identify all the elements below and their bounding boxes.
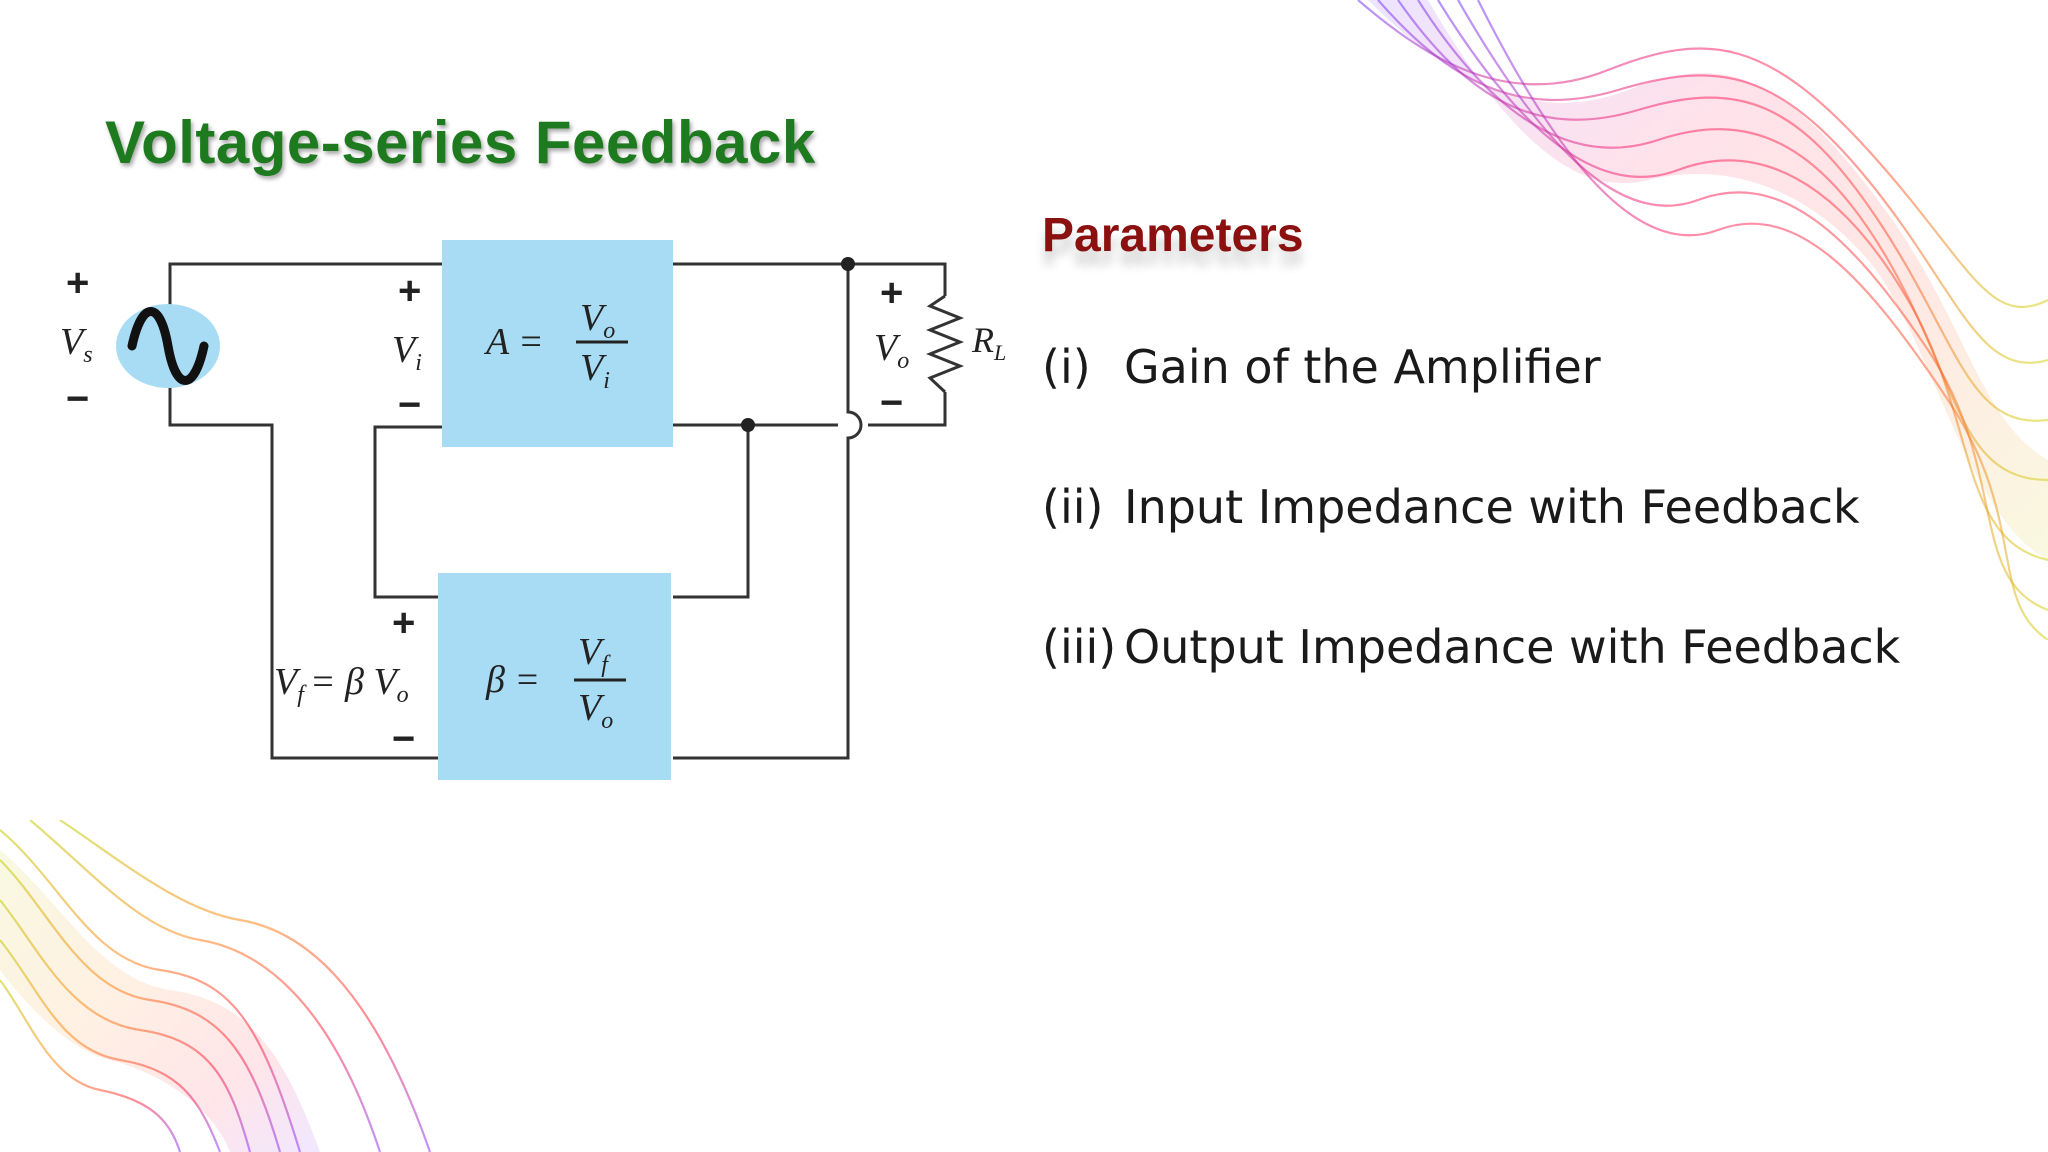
parameter-number: (ii): [1042, 480, 1104, 534]
amplifier-block: [442, 240, 673, 447]
feedback-factor-numerator: Vf: [578, 631, 611, 678]
feedback-factor-denominator: Vo: [578, 687, 613, 734]
parameter-item-output-impedance: (iii) Output Impedance with Feedback: [1042, 620, 1900, 760]
circuit-wires: [168, 262, 965, 760]
feedback-network-block: [438, 573, 671, 780]
slide-title: Voltage-series Feedback: [105, 109, 816, 176]
junction-node: [741, 418, 755, 432]
parameter-text: Output Impedance with Feedback: [1124, 620, 1901, 674]
feedback-factor-lhs: β =: [485, 659, 540, 701]
parameter-item-gain: (i) Gain of the Amplifier: [1042, 340, 1900, 480]
vo-plus-sign: +: [880, 271, 903, 315]
load-resistor-label: RL: [971, 320, 1006, 365]
parameter-item-input-impedance: (ii) Input Impedance with Feedback: [1042, 480, 1900, 620]
vi-label: Vi: [392, 329, 422, 376]
vi-minus-sign: −: [398, 383, 421, 427]
vf-equation: Vf= β Vo: [274, 661, 409, 708]
vo-label: Vo: [874, 327, 909, 374]
junction-node: [841, 257, 855, 271]
parameter-number: (i): [1042, 340, 1091, 394]
amplifier-gain-numerator: Vo: [580, 297, 615, 344]
vs-plus-sign: +: [66, 261, 89, 305]
amplifier-gain-denominator: Vi: [580, 347, 610, 394]
vs-label: Vs: [60, 321, 93, 368]
vf-plus-sign: +: [392, 601, 415, 645]
parameters-list: (i) Gain of the Amplifier (ii) Input Imp…: [1042, 340, 1900, 760]
amplifier-gain-lhs: A =: [483, 321, 544, 363]
parameters-heading: Parameters: [1042, 209, 1304, 262]
ac-source-icon: [116, 304, 220, 388]
vi-plus-sign: +: [398, 269, 421, 313]
parameter-text: Gain of the Amplifier: [1124, 340, 1601, 394]
vo-minus-sign: −: [880, 381, 903, 425]
vs-minus-sign: −: [66, 377, 89, 421]
vf-minus-sign: −: [392, 717, 415, 761]
parameter-number: (iii): [1042, 620, 1117, 674]
parameter-text: Input Impedance with Feedback: [1124, 480, 1860, 534]
